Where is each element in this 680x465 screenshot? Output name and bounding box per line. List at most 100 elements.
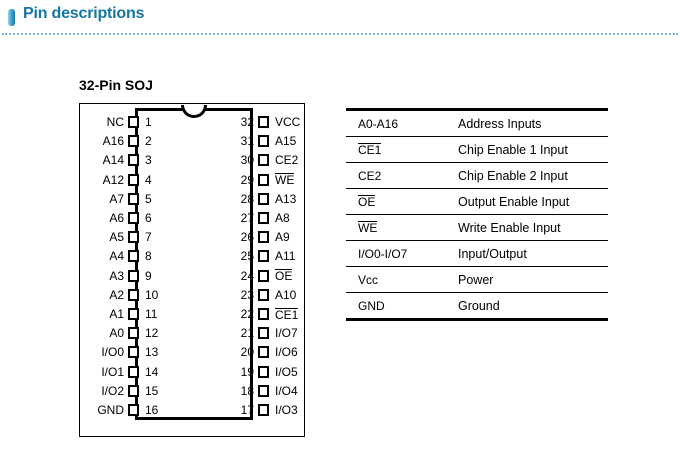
pin-signal-name: A9 bbox=[275, 230, 290, 245]
pin-pad-icon bbox=[128, 192, 139, 205]
pin-symbol: CE2 bbox=[358, 168, 382, 183]
pin-symbol-cell: A0-A16 bbox=[346, 110, 458, 137]
pin-pad-icon bbox=[258, 116, 269, 128]
overline-bar: OE bbox=[358, 194, 376, 209]
pin-number: 13 bbox=[145, 345, 159, 360]
pin-symbol-cell: CE1 bbox=[346, 136, 458, 163]
pin-number: 30 bbox=[240, 153, 254, 168]
pin-description-cell: Chip Enable 2 Input bbox=[458, 162, 608, 189]
pin-number: 9 bbox=[145, 268, 152, 283]
overline-bar: OE bbox=[275, 269, 293, 284]
pin-symbol-cell: OE bbox=[346, 188, 458, 215]
pin-pad-icon bbox=[258, 327, 269, 340]
pin-pad-icon bbox=[128, 365, 139, 378]
pin-pad-icon bbox=[128, 288, 139, 301]
pin-signal-name: A10 bbox=[275, 287, 297, 302]
overline-bar: CE1 bbox=[358, 142, 382, 157]
pin-signal-name: WE bbox=[275, 173, 295, 188]
pin-pad-icon bbox=[258, 384, 269, 397]
pin-pad-icon bbox=[128, 212, 139, 224]
pin-number: 20 bbox=[240, 345, 254, 360]
pin-number: 25 bbox=[240, 249, 254, 264]
pin-row: 27 A8 bbox=[232, 209, 302, 227]
table-row: CE2 Chip Enable 2 Input bbox=[346, 162, 608, 189]
pin-signal-name: I/O4 bbox=[275, 383, 298, 398]
pin-number: 26 bbox=[240, 230, 254, 245]
pin-symbol: WE bbox=[358, 220, 378, 235]
pin-row: A12 4 bbox=[84, 171, 264, 189]
pin-signal-name: I/O3 bbox=[275, 403, 298, 417]
pin-row: 29 WE bbox=[232, 171, 302, 189]
pin-number: 10 bbox=[145, 287, 159, 302]
pin-number: 28 bbox=[240, 191, 254, 206]
pin-number: 2 bbox=[145, 134, 152, 149]
pin-number: 29 bbox=[240, 172, 254, 187]
pin-symbol-cell: CE2 bbox=[346, 162, 458, 189]
pin-signal-name: A2 bbox=[109, 287, 124, 302]
pin-signal-name: A8 bbox=[275, 211, 290, 225]
page-header: Pin descriptions bbox=[0, 0, 680, 36]
pin-pad-icon bbox=[258, 269, 269, 282]
overline-bar: CE1 bbox=[275, 307, 299, 322]
pin-number: 27 bbox=[240, 211, 254, 225]
pin-signal-name: A0 bbox=[109, 326, 124, 341]
pin-pad-icon bbox=[258, 154, 269, 167]
pin-pad-icon bbox=[128, 154, 139, 167]
pin-number: 8 bbox=[145, 249, 152, 264]
pin-row: A16 2 bbox=[84, 132, 264, 150]
pin-number: 6 bbox=[145, 211, 152, 225]
pin-pad-icon bbox=[128, 173, 139, 186]
pin-signal-name: GND bbox=[97, 403, 124, 417]
pin-pad-icon bbox=[258, 346, 269, 359]
pin-row: I/O0 13 bbox=[84, 343, 264, 361]
pin-signal-name: OE bbox=[275, 269, 293, 284]
pin-description-cell: Address Inputs bbox=[458, 116, 542, 131]
pin-symbol-cell: WE bbox=[346, 214, 458, 241]
diagram-caption: 32-Pin SOJ bbox=[79, 77, 153, 93]
pin-symbol-cell: Vcc bbox=[346, 266, 458, 293]
pin-description-cell: Input/Output bbox=[458, 240, 608, 267]
pin-number: 14 bbox=[145, 364, 159, 379]
overline-bar: WE bbox=[275, 173, 295, 188]
pin-number: 4 bbox=[145, 172, 152, 187]
pin-pad-icon bbox=[258, 135, 269, 148]
pin-pad-icon bbox=[258, 308, 269, 320]
pin-number: 15 bbox=[145, 383, 159, 398]
pin-symbol: I/O0-I/O7 bbox=[358, 246, 408, 261]
pin-signal-name: A12 bbox=[102, 172, 124, 187]
pin-number: 1 bbox=[145, 115, 152, 129]
pin-symbol: OE bbox=[358, 194, 376, 209]
pin-pad-icon bbox=[128, 384, 139, 397]
pin-pad-icon bbox=[128, 327, 139, 340]
chip-body bbox=[135, 108, 253, 420]
pin-number: 5 bbox=[145, 191, 152, 206]
pin-number: 11 bbox=[145, 307, 158, 321]
pin-signal-name: I/O0 bbox=[101, 345, 124, 360]
pin-signal-name: A16 bbox=[102, 134, 124, 149]
pin-signal-name: A13 bbox=[275, 191, 297, 206]
table-row: I/O0-I/O7 Input/Output bbox=[346, 240, 608, 267]
pin-signal-name: I/O6 bbox=[275, 345, 298, 360]
pin-pad-icon bbox=[258, 365, 269, 378]
pin-pad-icon bbox=[128, 231, 139, 244]
pin-signal-name: CE2 bbox=[275, 153, 299, 168]
pin-pad-icon bbox=[128, 250, 139, 263]
pin-pad-icon bbox=[258, 192, 269, 205]
bookmark-bar-icon bbox=[8, 9, 15, 26]
pin-description-cell: Ground bbox=[458, 292, 608, 320]
